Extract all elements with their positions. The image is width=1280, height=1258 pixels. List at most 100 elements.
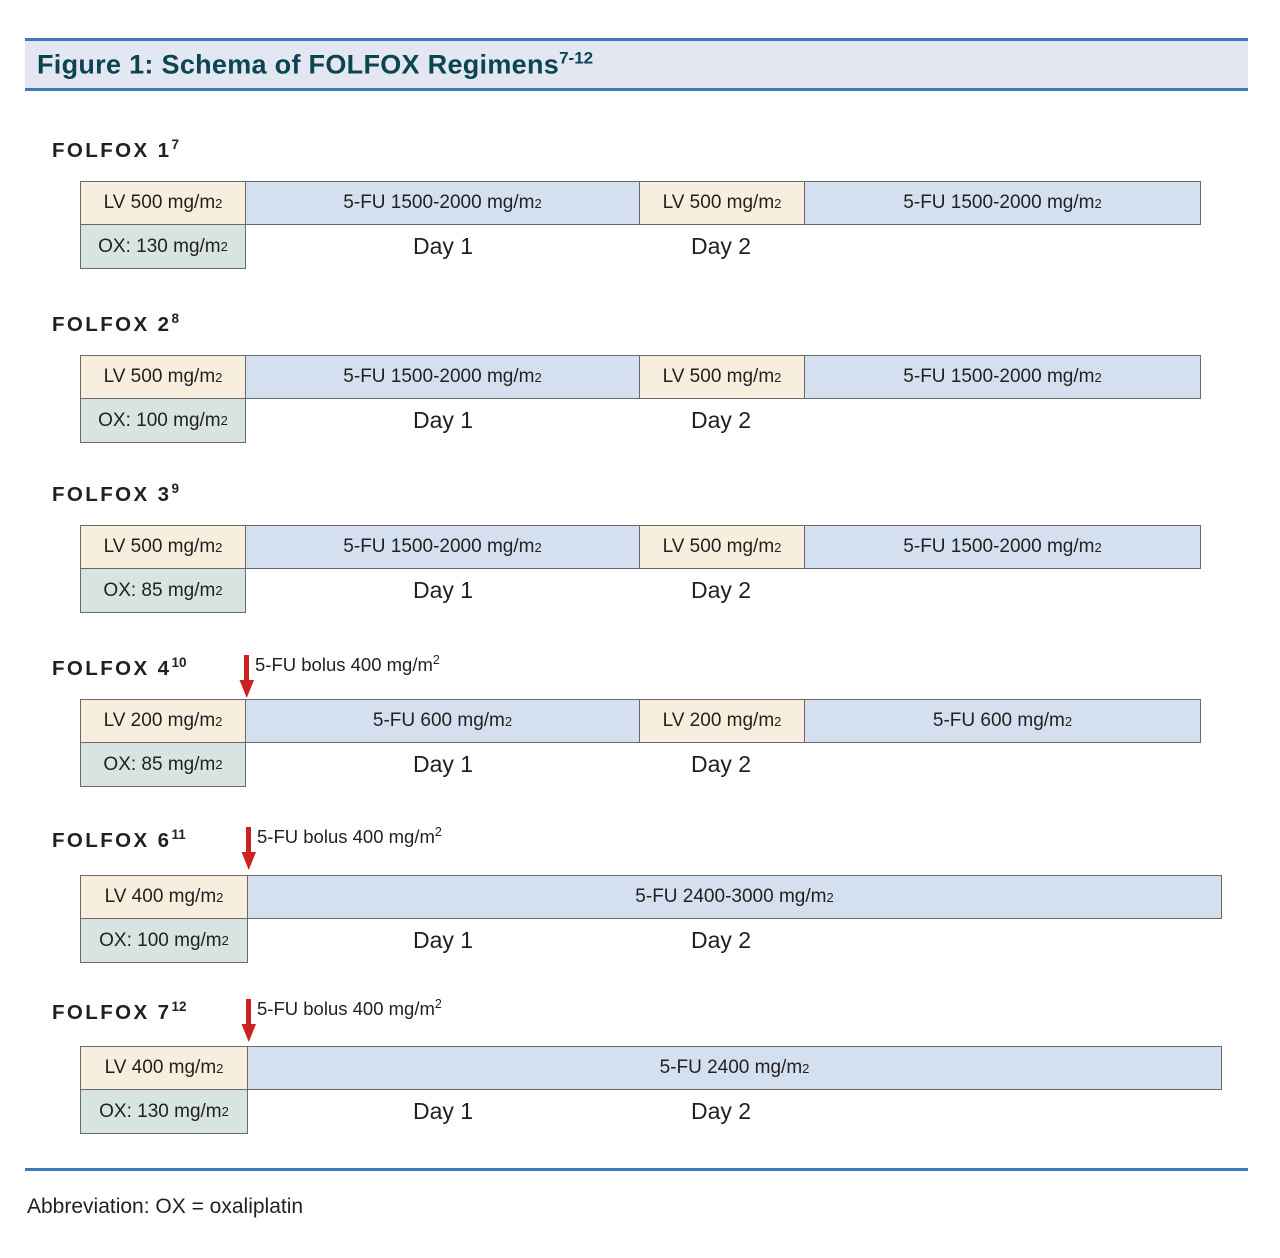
cell-unit-superscript: 2	[774, 195, 782, 211]
cell-unit-superscript: 2	[1064, 713, 1073, 729]
bolus-label: 5-FU bolus 400 mg/m2	[257, 825, 442, 848]
oxaliplatin-label: OX: 100 mg/m	[98, 409, 221, 431]
cell-unit-superscript: 2	[1094, 539, 1102, 555]
cell-unit-superscript: 2	[802, 1060, 810, 1076]
bolus-label: 5-FU bolus 400 mg/m2	[257, 997, 442, 1020]
cell-label: 5-FU 2400-3000 mg/m	[635, 886, 827, 907]
bolus-label-superscript: 2	[434, 997, 442, 1011]
bolus-label-text: 5-FU bolus 400 mg/m	[257, 826, 435, 848]
cell-label: 5-FU 1500-2000 mg/m	[343, 192, 535, 213]
cell-unit-superscript: 2	[774, 369, 782, 385]
bolus-label: 5-FU bolus 400 mg/m2	[255, 653, 440, 676]
cell-unit-superscript: 2	[534, 369, 542, 385]
cell-label: 5-FU 600 mg/m	[372, 710, 505, 731]
cell-label: 5-FU 1500-2000 mg/m	[343, 366, 535, 387]
regimen-reference-superscript: 11	[171, 827, 186, 842]
cell-unit-superscript: 2	[215, 195, 223, 211]
oxaliplatin-unit-superscript: 2	[215, 757, 223, 772]
regimen-reference-superscript: 10	[171, 655, 187, 670]
oxaliplatin-unit-superscript: 2	[221, 1104, 229, 1119]
cell-label: LV 500 mg/m	[662, 192, 775, 213]
cell-label: LV 400 mg/m	[104, 886, 217, 907]
down-arrow-icon	[240, 999, 258, 1043]
oxaliplatin-label: OX: 100 mg/m	[99, 929, 222, 951]
bolus-label-superscript: 2	[434, 825, 442, 839]
cell-unit-superscript: 2	[216, 1060, 224, 1076]
oxaliplatin-label: OX: 85 mg/m	[103, 579, 216, 601]
cell-unit-superscript: 2	[774, 713, 782, 729]
cell-unit-superscript: 2	[774, 539, 782, 555]
cell-unit-superscript: 2	[1094, 369, 1102, 385]
oxaliplatin-label: OX: 85 mg/m	[103, 753, 216, 775]
regimen-name: FOLFOX 2	[52, 312, 172, 336]
regimen-reference-superscript: 7	[171, 137, 179, 152]
day-label-day2: Day 2	[690, 927, 752, 953]
regimen-name: FOLFOX 7	[52, 1000, 172, 1024]
cell-label: LV 500 mg/m	[662, 536, 775, 557]
cell-label: 5-FU 600 mg/m	[932, 710, 1065, 731]
regimen-label: FOLFOX 410	[52, 655, 186, 681]
cell-unit-superscript: 2	[215, 369, 223, 385]
day-label-day1: Day 1	[412, 1098, 474, 1124]
day-label-day1: Day 1	[412, 407, 474, 433]
cell-label: 5-FU 2400 mg/m	[659, 1057, 803, 1078]
cell-unit-superscript: 2	[215, 539, 223, 555]
cell-label: LV 200 mg/m	[103, 710, 216, 731]
day-label-day1: Day 1	[412, 233, 474, 259]
cell-label: 5-FU 1500-2000 mg/m	[903, 536, 1095, 557]
regimen-label: FOLFOX 712	[52, 999, 186, 1025]
regimen-name: FOLFOX 1	[52, 138, 172, 162]
regimen-name: FOLFOX 6	[52, 828, 172, 852]
cell-label: LV 500 mg/m	[103, 192, 216, 213]
cell-label: 5-FU 1500-2000 mg/m	[343, 536, 535, 557]
day-label-day1: Day 1	[412, 751, 474, 777]
cell-label: 5-FU 1500-2000 mg/m	[903, 366, 1095, 387]
bolus-label-superscript: 2	[432, 653, 440, 667]
cell-label: 5-FU 1500-2000 mg/m	[903, 192, 1095, 213]
regimen-label: FOLFOX 39	[52, 481, 179, 507]
day-label-day2: Day 2	[690, 407, 752, 433]
cell-unit-superscript: 2	[215, 713, 223, 729]
bolus-label-text: 5-FU bolus 400 mg/m	[257, 998, 435, 1020]
abbreviation-note: Abbreviation: OX = oxaliplatin	[27, 1195, 304, 1218]
regimen-reference-superscript: 12	[171, 999, 187, 1014]
figure-title-main: Figure 1: Schema of FOLFOX Regimens	[37, 48, 560, 79]
footer-divider	[25, 1168, 1248, 1171]
cell-unit-superscript: 2	[534, 539, 542, 555]
regimen-reference-superscript: 8	[171, 311, 179, 326]
day-label-day1: Day 1	[412, 927, 474, 953]
day-label-day2: Day 2	[690, 751, 752, 777]
oxaliplatin-label: OX: 130 mg/m	[99, 1100, 222, 1122]
figure-title-band: Figure 1: Schema of FOLFOX Regimens7-12	[25, 38, 1248, 91]
day-label-day2: Day 2	[690, 233, 752, 259]
cell-unit-superscript: 2	[826, 889, 834, 905]
down-arrow-icon	[238, 655, 256, 699]
day-label-day2: Day 2	[690, 577, 752, 603]
oxaliplatin-label: OX: 130 mg/m	[98, 235, 221, 257]
regimen-label: FOLFOX 28	[52, 311, 179, 337]
figure-title-superscript: 7-12	[559, 47, 594, 67]
cell-unit-superscript: 2	[534, 195, 542, 211]
